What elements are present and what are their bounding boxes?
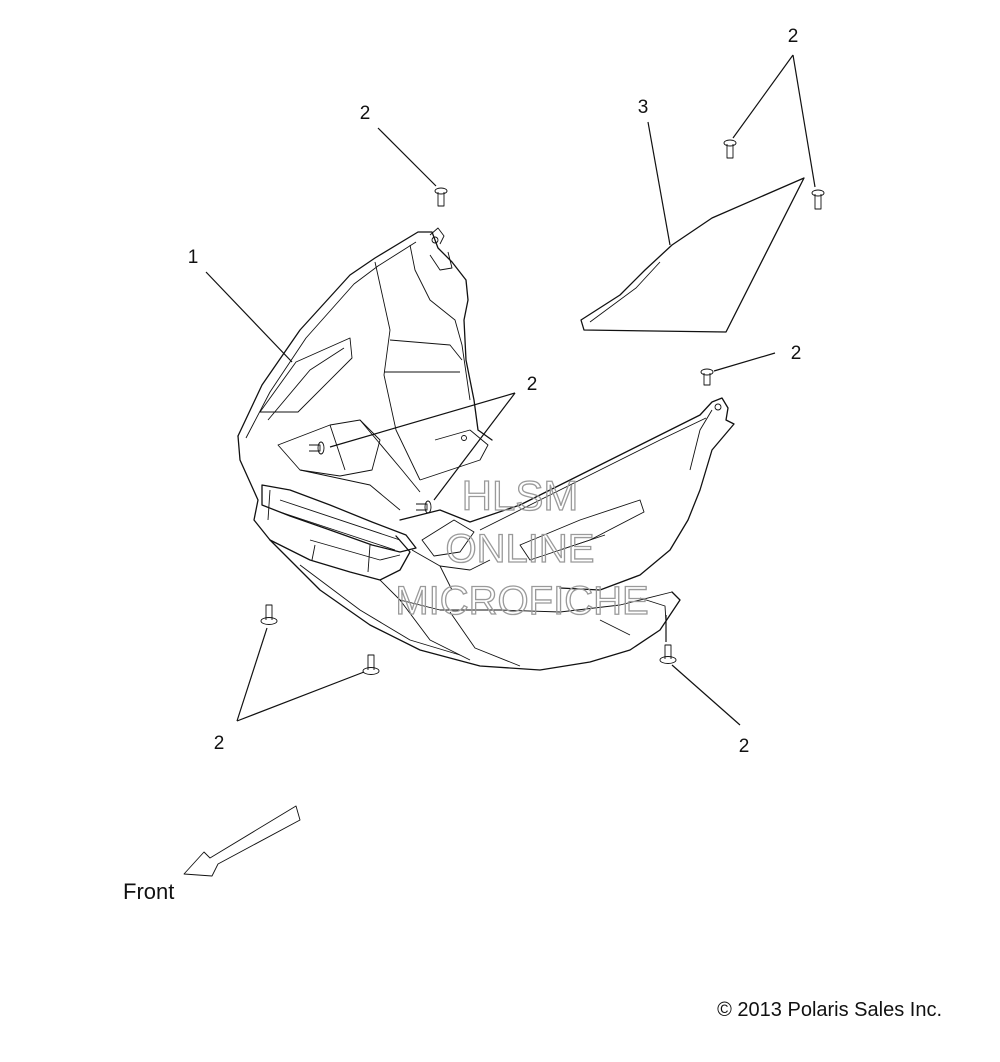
watermark: HLSM ONLINE MICROFICHE (395, 471, 650, 623)
push-rivet-right (700, 368, 714, 386)
callout-2-bottom-left: 2 (214, 733, 225, 754)
push-rivet-top-right-b (811, 189, 825, 210)
leader-lines (205, 54, 816, 726)
watermark-line-1: HLSM (462, 472, 579, 519)
callout-2-bottom-right: 2 (739, 736, 750, 757)
callout-2-top-right: 2 (788, 26, 799, 47)
copyright-notice: © 2013 Polaris Sales Inc. (717, 999, 942, 1021)
callout-2-center: 2 (527, 374, 538, 395)
push-rivet-bottom-left-a (260, 604, 278, 625)
part-1-front-cover (237, 227, 735, 671)
part-3-panel (580, 177, 805, 333)
push-rivet-top-left (434, 187, 448, 207)
watermark-line-2: ONLINE (446, 527, 595, 571)
callout-2-right: 2 (791, 343, 802, 364)
push-rivet-top-right-a (723, 139, 737, 159)
push-rivet-bottom-left-b (362, 654, 380, 675)
callout-2-top-left: 2 (360, 103, 371, 124)
callout-1: 1 (188, 247, 199, 268)
front-label: Front (123, 879, 174, 904)
push-rivet-center-b (416, 500, 432, 514)
front-arrow-icon (183, 805, 301, 877)
watermark-line-3: MICROFICHE (395, 579, 648, 623)
push-rivet-bottom-right (659, 644, 677, 664)
callout-3: 3 (638, 97, 649, 118)
push-rivet-center-a (309, 441, 325, 455)
